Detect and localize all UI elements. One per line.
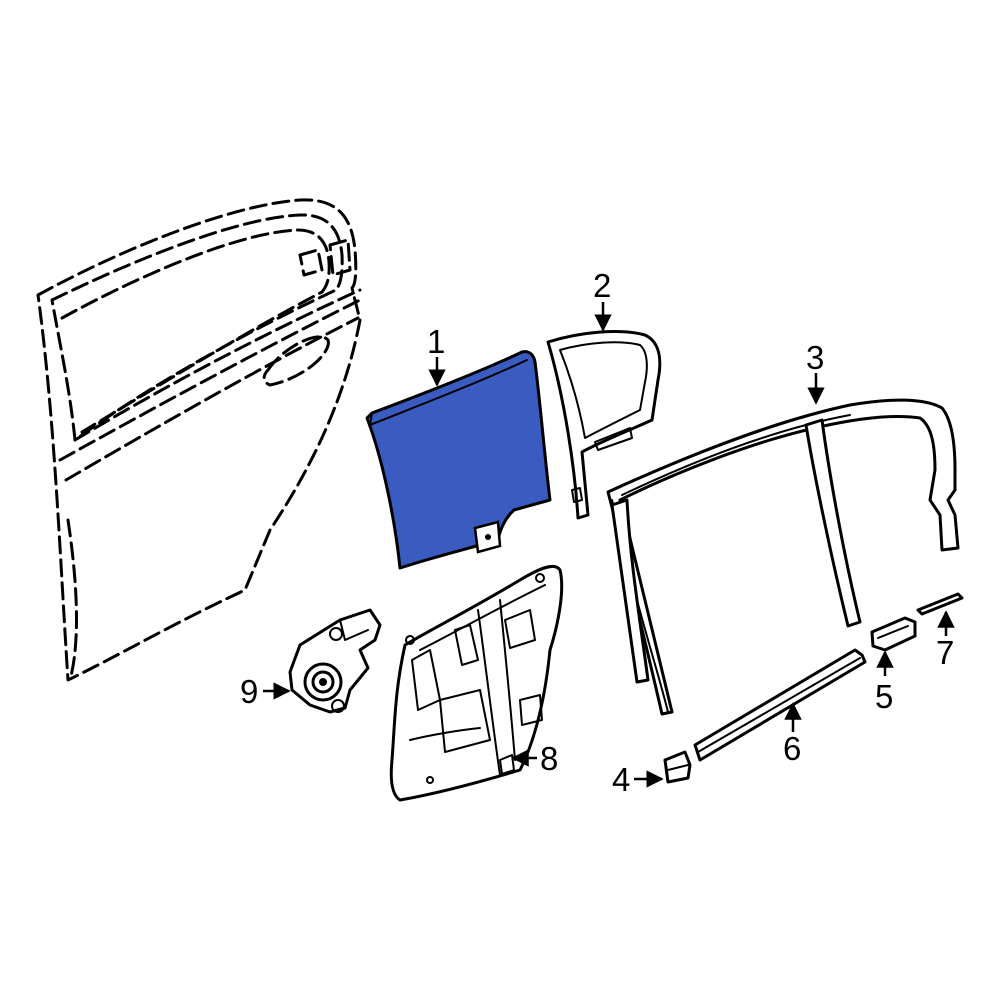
door-frame-seal[interactable] [606,398,960,716]
clip-part[interactable] [663,750,692,784]
quarter-channel[interactable] [546,330,662,520]
window-glass[interactable] [365,350,552,570]
callout-4: 4 [612,761,630,798]
belt-strip[interactable] [693,648,867,762]
door-outline [36,198,362,682]
trim-piece[interactable] [916,592,964,616]
glass-panel[interactable] [365,350,552,570]
callout-2: 2 [593,267,611,304]
callout-3: 3 [806,339,824,376]
callout-8: 8 [540,740,558,777]
regulator-motor[interactable] [288,608,382,714]
callout-6: 6 [783,730,801,767]
callout-1: 1 [427,323,445,360]
callout-5: 5 [875,678,893,715]
callout-9: 9 [240,673,258,710]
callout-7: 7 [936,634,954,671]
window-regulator[interactable] [389,564,564,802]
bracket-part[interactable] [870,616,917,652]
